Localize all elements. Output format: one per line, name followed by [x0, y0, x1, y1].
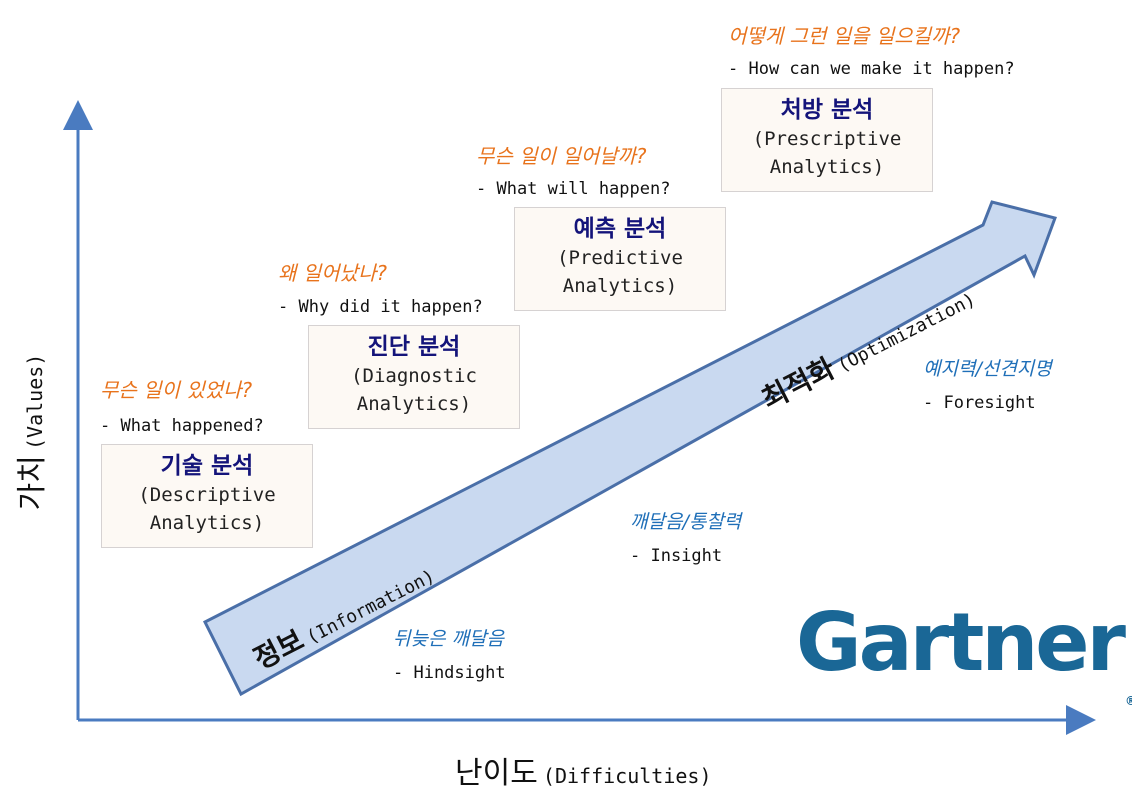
progress-arrow — [202, 200, 1057, 697]
y-axis-label: 가치 (Values) — [15, 353, 50, 511]
foresight-label-en: - Foresight — [923, 393, 1036, 413]
foresight-label-ko: 예지력/선견지명 — [923, 358, 1052, 380]
stage-question-ko: 왜 일어났나? — [278, 261, 387, 285]
stage-subtitle: (Descriptive — [138, 484, 276, 506]
insight-label-en: - Insight — [630, 546, 723, 566]
stage-title: 진단 분석 — [367, 334, 461, 360]
stage-box-diagnostic: 진단 분석 (Diagnostic Analytics) — [308, 325, 520, 429]
stage-question-en: - What happened? — [100, 416, 264, 436]
hindsight-label-en: - Hindsight — [393, 663, 506, 683]
stage-subtitle: Analytics) — [562, 275, 678, 297]
stage-title: 기술 분석 — [160, 453, 254, 479]
x-axis-label: 난이도 (Difficulties) — [455, 756, 712, 791]
stage-subtitle: Analytics) — [769, 156, 885, 178]
stage-title: 처방 분석 — [780, 97, 874, 123]
stage-question-ko: 무슨 일이 있었나? — [100, 378, 253, 402]
gartner-logo: Gartner® — [796, 596, 1132, 709]
stage-question-en: - How can we make it happen? — [728, 59, 1015, 79]
stage-subtitle: Analytics) — [356, 393, 472, 415]
stage-subtitle: (Diagnostic — [351, 365, 477, 387]
stage-question-en: - What will happen? — [476, 179, 671, 199]
hindsight-label-ko: 뒤늦은 깨달음 — [393, 628, 504, 650]
stage-question-en: - Why did it happen? — [278, 297, 483, 317]
stage-box-prescriptive: 처방 분석 (Prescriptive Analytics) — [721, 88, 933, 192]
insight-label-ko: 깨달음/통찰력 — [630, 511, 742, 533]
stage-subtitle: (Predictive — [557, 247, 683, 269]
stage-question-ko: 무슨 일이 일어날까? — [476, 144, 647, 168]
stage-question-ko: 어떻게 그런 일을 일으킬까? — [728, 24, 961, 48]
stage-subtitle: (Prescriptive — [752, 128, 902, 150]
stage-box-descriptive: 기술 분석 (Descriptive Analytics) — [101, 444, 313, 548]
stage-subtitle: Analytics) — [149, 512, 265, 534]
stage-title: 예측 분석 — [573, 216, 667, 242]
stage-box-predictive: 예측 분석 (Predictive Analytics) — [514, 207, 726, 311]
